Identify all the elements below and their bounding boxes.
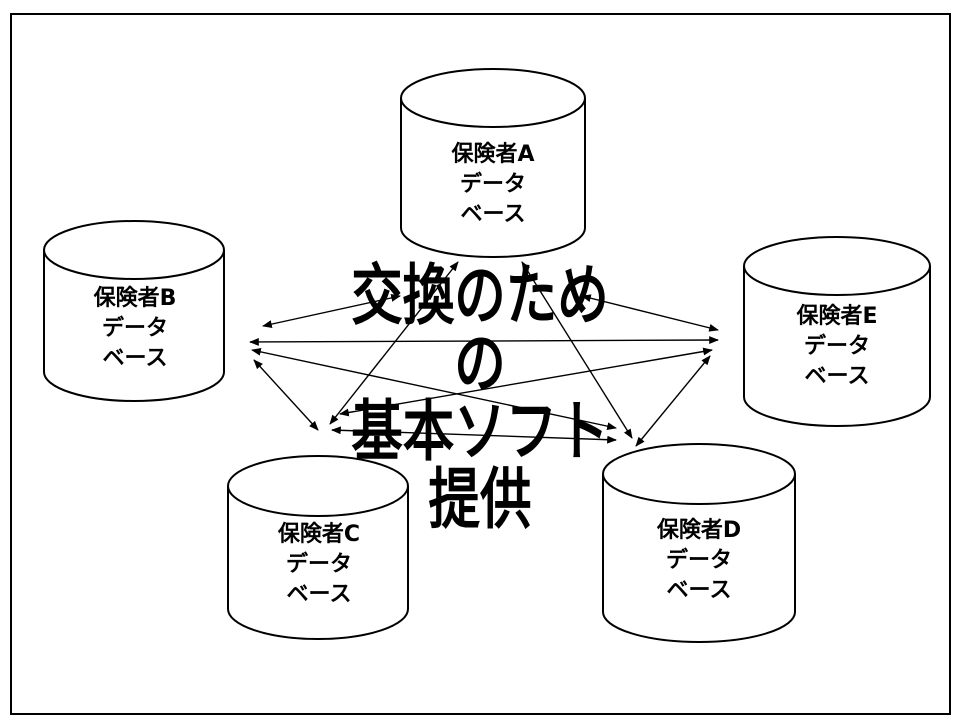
database-cylinder-d <box>602 443 796 643</box>
database-label-a: 保険者A データ ベース <box>420 140 566 230</box>
database-d-name: 保険者D <box>656 518 742 543</box>
arrow-b-c <box>253 359 319 431</box>
database-cylinder-e <box>743 236 931 427</box>
database-cylinder-b <box>43 220 225 402</box>
database-d-line3: ベース <box>666 578 732 603</box>
center-title-line2: 基本ソフト <box>351 393 609 470</box>
arrow-e-d <box>635 355 711 447</box>
database-b-line2: データ <box>101 316 168 341</box>
database-e-name: 保険者E <box>796 304 878 329</box>
center-title-line3: 提供 <box>428 461 532 538</box>
database-e-line3: ベース <box>804 364 870 389</box>
database-a-line2: データ <box>459 172 526 197</box>
slide-frame <box>10 13 951 715</box>
database-cylinder-a <box>400 68 586 258</box>
arrow-c-d <box>331 426 617 444</box>
center-title: 交換のための 基本ソフト 提供 <box>340 262 621 534</box>
database-d-line2: データ <box>665 548 732 573</box>
database-a-name: 保険者A <box>451 142 535 167</box>
database-cylinder-c <box>227 455 409 640</box>
database-label-d: 保険者D データ ベース <box>626 516 772 606</box>
database-a-line3: ベース <box>460 202 526 227</box>
database-c-line3: ベース <box>286 582 352 607</box>
database-e-line2: データ <box>803 334 870 359</box>
database-b-name: 保険者B <box>93 286 177 311</box>
database-c-line2: データ <box>285 552 352 577</box>
database-label-c: 保険者C データ ベース <box>246 520 392 610</box>
database-label-e: 保険者E データ ベース <box>764 302 910 392</box>
connection-arrows <box>249 261 719 447</box>
center-title-line1: 交換のための <box>351 257 609 402</box>
database-label-b: 保険者B データ ベース <box>62 284 208 374</box>
database-c-name: 保険者C <box>277 522 361 547</box>
arrow-b-e <box>249 336 719 346</box>
database-b-line3: ベース <box>102 346 168 371</box>
